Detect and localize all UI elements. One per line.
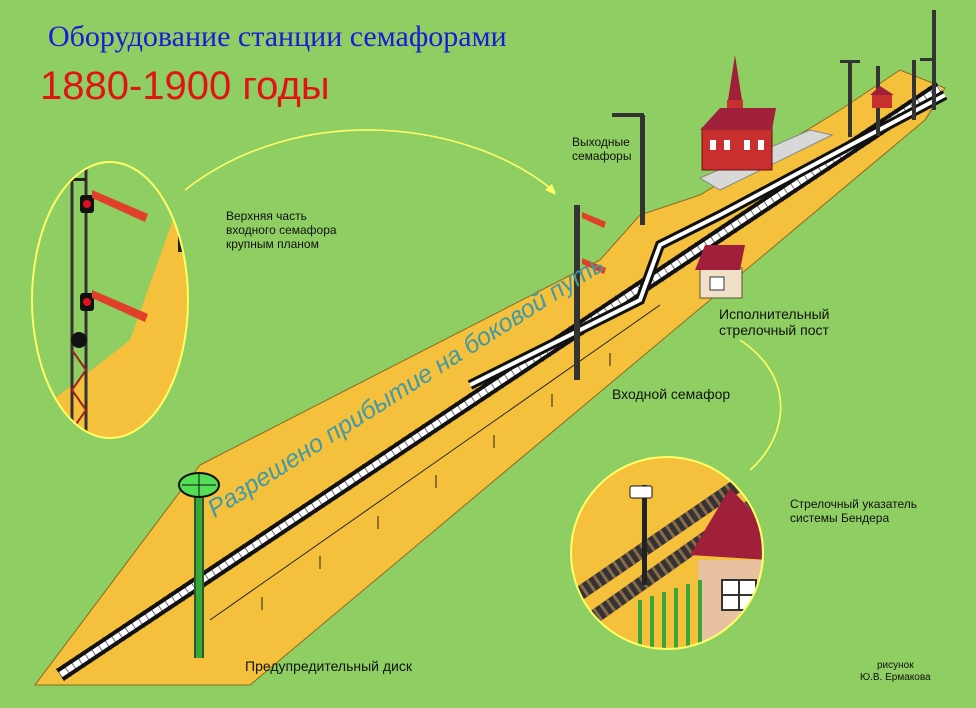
callout-line-right bbox=[739, 339, 782, 471]
page-subtitle: 1880-1900 годы bbox=[40, 64, 330, 108]
side-track bbox=[467, 90, 948, 390]
station-building bbox=[700, 55, 776, 171]
main-track bbox=[55, 81, 945, 682]
signal-wire bbox=[209, 304, 661, 621]
upper-part-zoom bbox=[31, 161, 189, 439]
entry-semaphore bbox=[574, 205, 606, 380]
bender-indicator-zoom bbox=[570, 456, 764, 650]
page-title: Оборудование станции семафорами bbox=[48, 20, 507, 53]
label-warning-disk: Предупредительный диск bbox=[245, 658, 412, 674]
far-switch-house bbox=[870, 86, 894, 108]
switch-post-building bbox=[695, 245, 745, 299]
callout-arrow bbox=[184, 129, 556, 193]
label-entry-signal: Входной семафор bbox=[612, 386, 731, 402]
warning-disk bbox=[178, 472, 220, 658]
